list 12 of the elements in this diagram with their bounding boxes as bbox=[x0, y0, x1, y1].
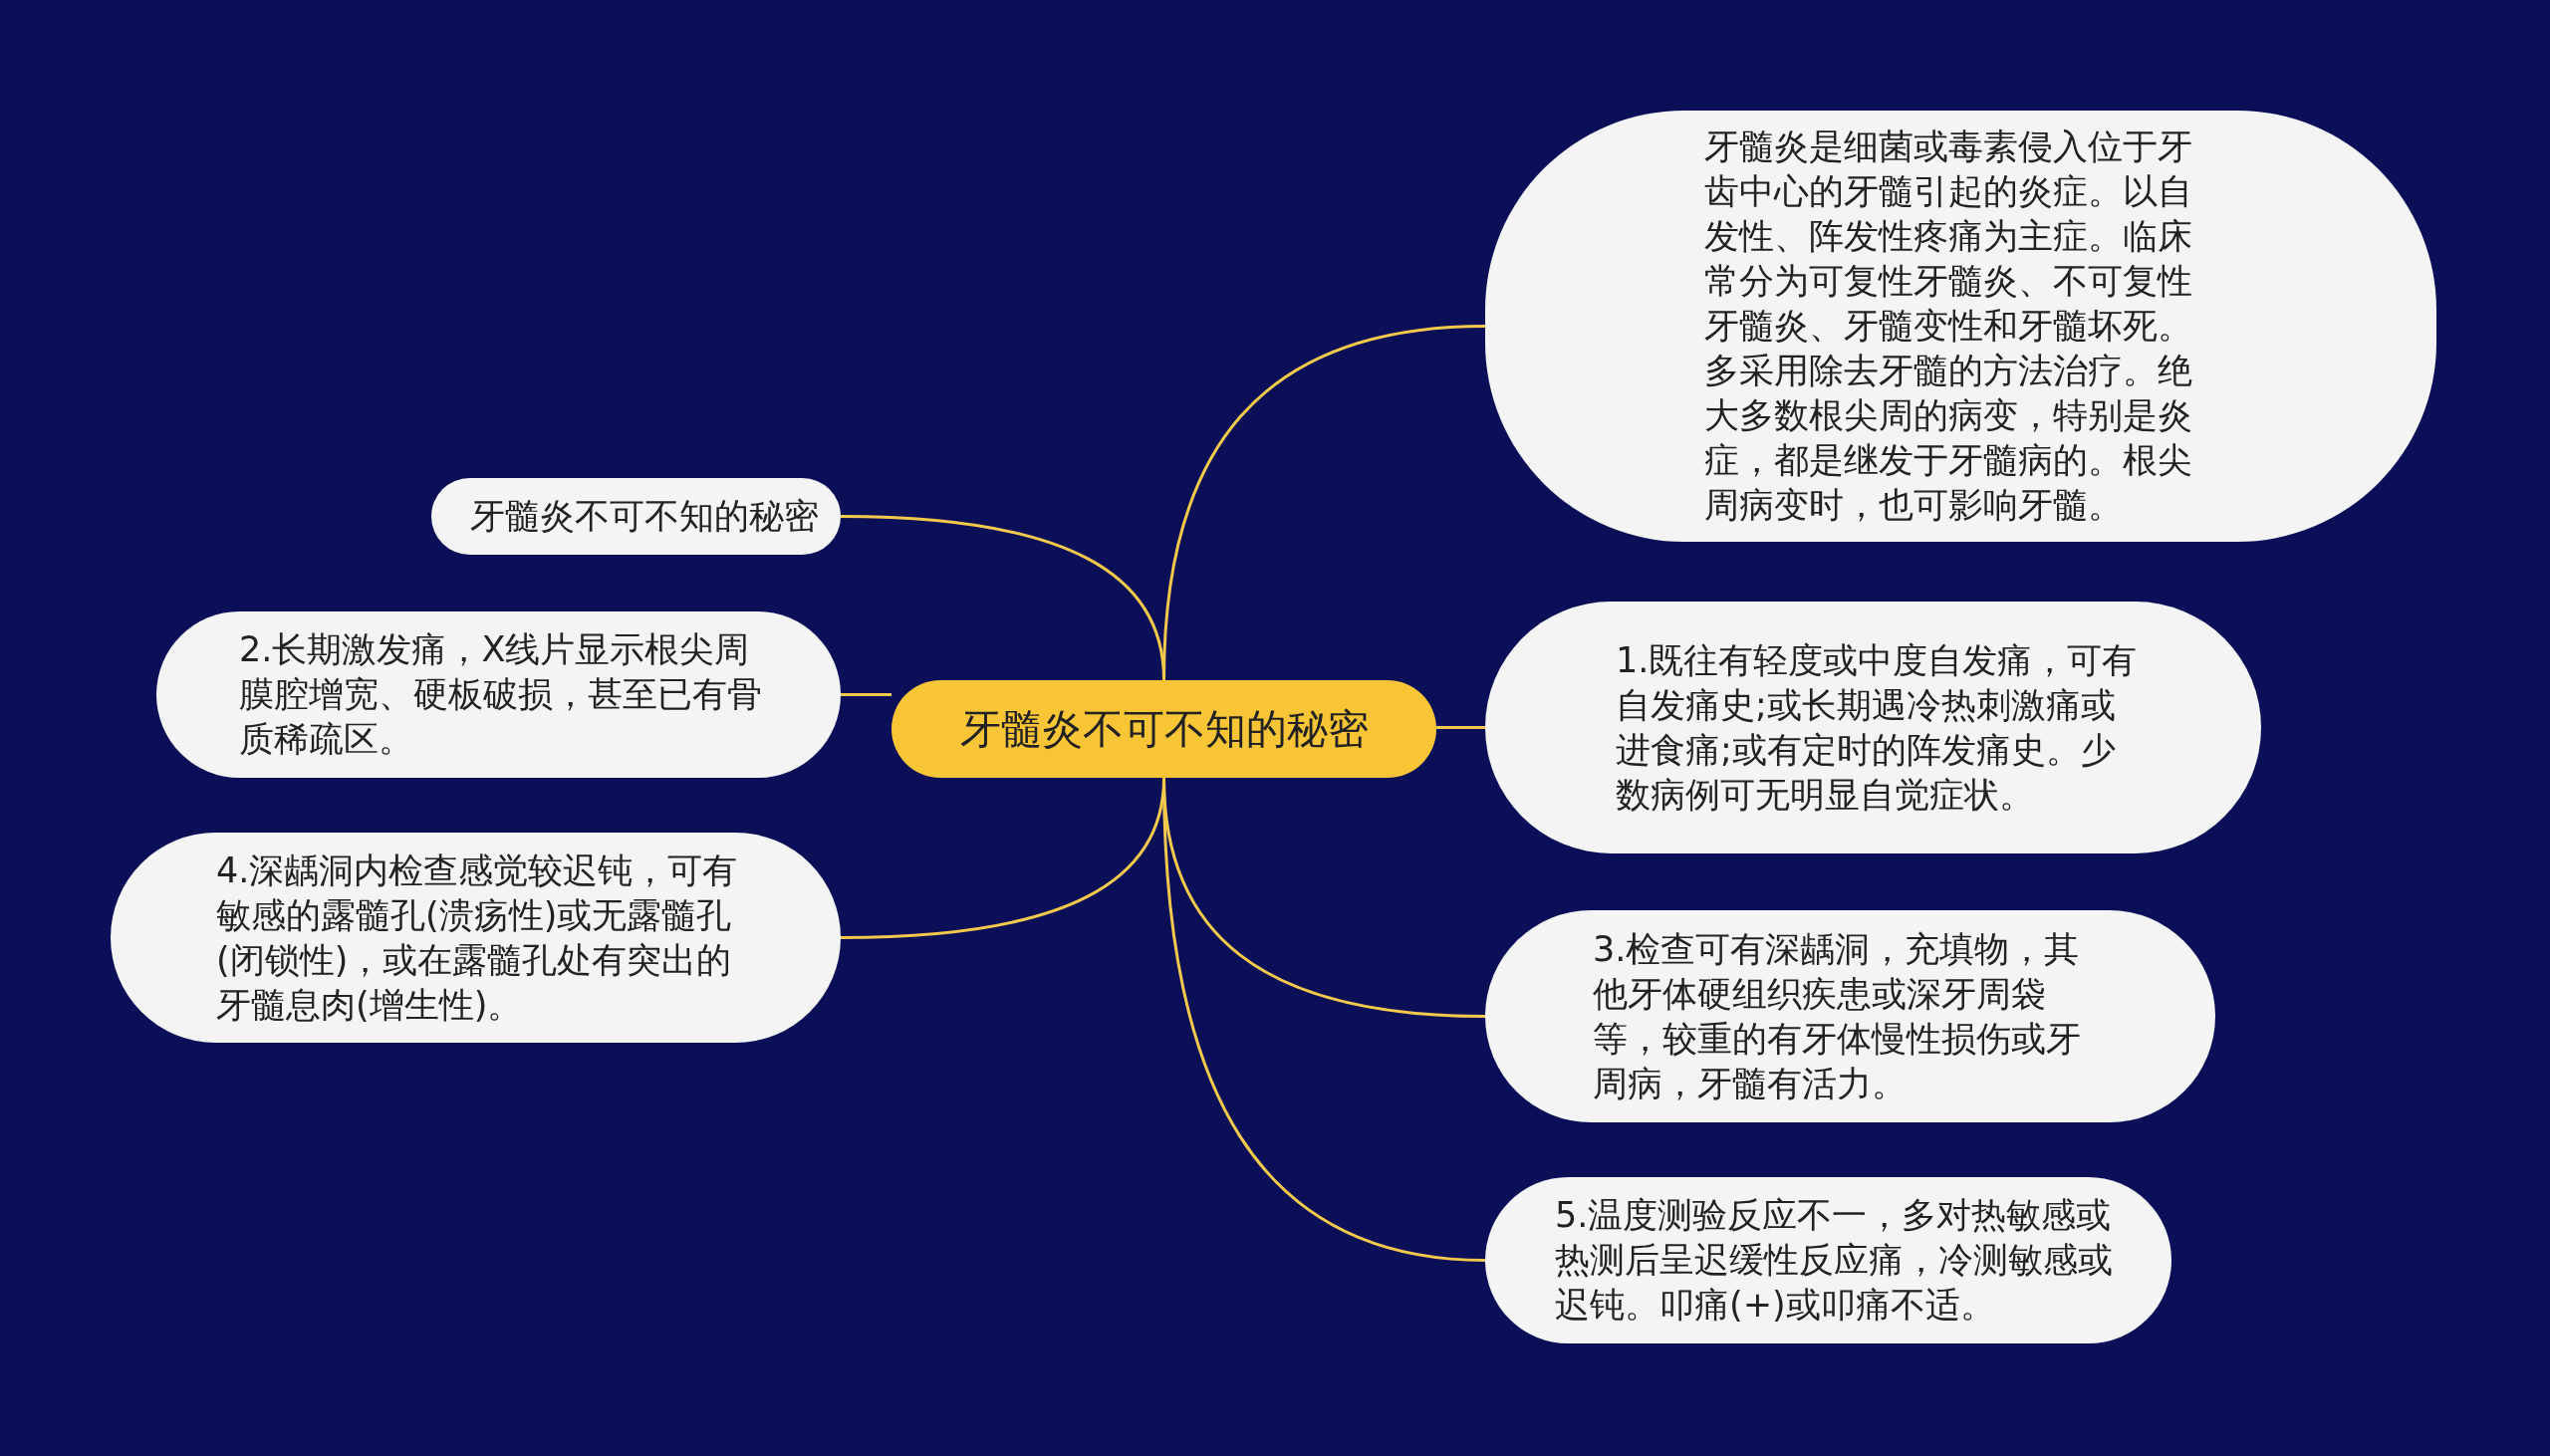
topic-text: 5.温度测验反应不一，多对热敏感或热测后呈迟缓性反应痛，冷测敏感或迟钝。叩痛(+)或叩痛不适。 bbox=[1555, 1194, 2114, 1327]
connector-line bbox=[840, 515, 1165, 681]
connector-line bbox=[1162, 777, 1486, 1262]
topic-text: 2.长期激发痛，X线片显示根尖周膜腔增宽、硬板破损，甚至已有骨质稀疏区。 bbox=[239, 628, 762, 761]
topic-text: 3.检查可有深龋洞，充填物，其他牙体硬组织疾患或深牙周袋等，较重的有牙体慢性损伤或牙周病，牙髓有活力。 bbox=[1593, 927, 2081, 1105]
topic-text: 1.既往有轻度或中度自发痛，可有自发痛史;或长期遇冷热刺激痛或进食痛;或有定时的阵发痛史。少数病例可无明显自觉症状。 bbox=[1616, 638, 2139, 817]
topic-text: 牙髓炎不可不知的秘密 bbox=[470, 495, 819, 538]
connector-line bbox=[1436, 726, 1485, 729]
topic-text: 牙髓炎不可不知的秘密 bbox=[959, 704, 1369, 754]
topic-text: 牙髓炎是细菌或毒素侵入位于牙齿中心的牙髓引起的炎症。以自发性、阵发性疼痛为主症。临床常分为可复性牙髓炎、不可复性牙髓炎、牙髓变性和牙髓坏死。多采用除去牙髓的方法治疗。绝大多数根尖周的病变，特别是炎症，都是继发于牙髓病的。根尖周病变时，也可影响牙髓。 bbox=[1704, 125, 2193, 527]
connector-line bbox=[841, 693, 892, 696]
topic-text: 4.深龋洞内检查感觉较迟钝，可有敏感的露髓孔(溃疡性)或无露髓孔(闭锁性)，或在露髓孔处有突出的牙髓息肉(增生性)。 bbox=[216, 849, 739, 1027]
